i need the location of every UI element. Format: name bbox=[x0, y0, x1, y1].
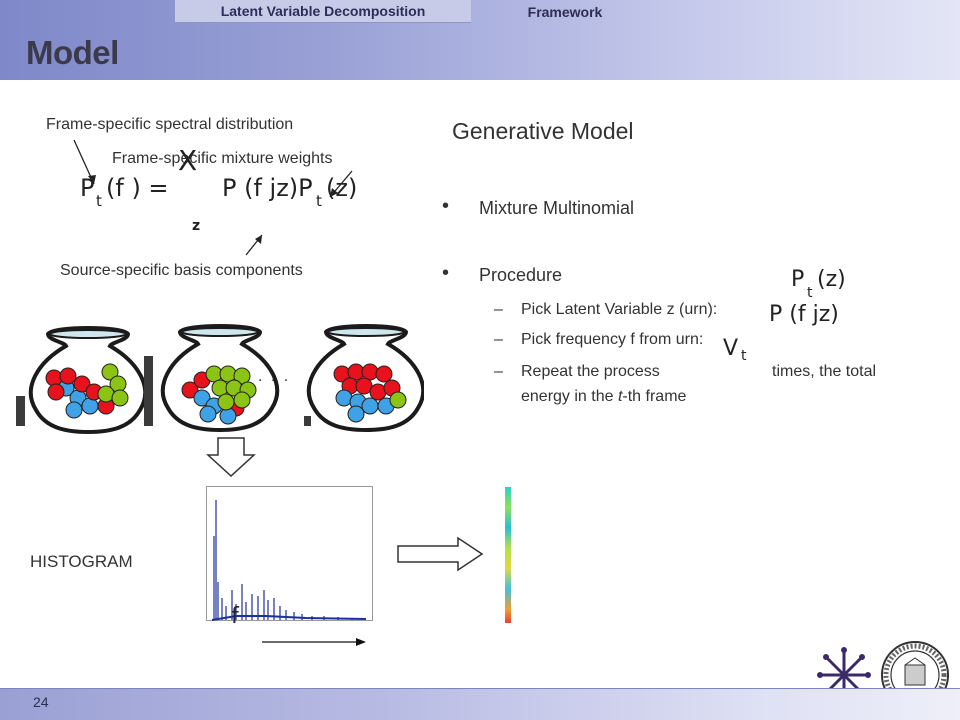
sub-times-total: times, the total bbox=[772, 363, 877, 380]
urn-2-bar bbox=[144, 356, 153, 426]
math-pt: P bbox=[791, 267, 805, 292]
sub-energy-line: energy in the t-th frame bbox=[521, 388, 687, 405]
histogram-label: HISTOGRAM bbox=[30, 552, 133, 571]
label-basis-components: Source-specific basis components bbox=[60, 262, 303, 279]
footer-bar bbox=[0, 689, 960, 720]
bullet-1-dot: • bbox=[442, 195, 450, 217]
label-spectral-distribution: Frame-specific spectral distribution bbox=[46, 116, 294, 133]
eq-rhs-arg: (z) bbox=[326, 174, 358, 202]
eq-rhs-sub: t bbox=[316, 192, 322, 210]
eq-sum-symbol: X bbox=[178, 144, 198, 177]
urn-3-balls bbox=[333, 363, 407, 423]
eq-lhs-arg: (f ) = bbox=[106, 174, 169, 202]
math-vt: V bbox=[723, 336, 739, 361]
tab-framework[interactable]: Framework bbox=[527, 4, 603, 20]
urn-1 bbox=[28, 326, 148, 434]
sub-dash-2: – bbox=[494, 331, 503, 348]
slide-title: Model bbox=[26, 34, 119, 71]
sub-dash-1: – bbox=[494, 301, 503, 318]
urn-2 bbox=[160, 324, 280, 432]
sub-repeat-process: Repeat the process bbox=[521, 363, 660, 380]
eq-sum-sub: z bbox=[192, 218, 201, 234]
label-mixture-weights: Frame-specific mixture weights bbox=[112, 150, 333, 167]
urn-1-bar bbox=[16, 396, 25, 426]
eq-lhs: P bbox=[80, 174, 95, 202]
math-vt-sub: t bbox=[741, 348, 747, 364]
title-bar bbox=[0, 0, 960, 80]
sub-pick-latent: Pick Latent Variable z (urn): bbox=[521, 301, 718, 318]
bullet-procedure: Procedure bbox=[479, 265, 563, 285]
bullet-mixture-multinomial: Mixture Multinomial bbox=[479, 198, 635, 218]
tab-latent-variable-decomposition[interactable]: Latent Variable Decomposition bbox=[175, 0, 471, 23]
math-pt-sub: t bbox=[807, 285, 813, 301]
sub-pick-frequency: Pick frequency f from urn: bbox=[521, 331, 704, 348]
math-pt-arg: (z) bbox=[817, 267, 846, 292]
urns-illustration bbox=[16, 324, 424, 434]
footer-divider bbox=[0, 688, 960, 689]
down-arrow-icon bbox=[206, 437, 256, 477]
urn-1-balls bbox=[45, 363, 129, 419]
spectrogram-column bbox=[505, 487, 511, 623]
page-number: 24 bbox=[33, 694, 49, 710]
axis-arrow-icon bbox=[262, 638, 366, 646]
urn-3-bar bbox=[304, 416, 311, 426]
axis-f-label: f bbox=[231, 604, 239, 629]
urn-2-balls bbox=[181, 365, 257, 425]
sub-dash-3: – bbox=[494, 363, 503, 380]
eq-rhs: P (f jz)P bbox=[222, 174, 313, 202]
right-arrow-icon bbox=[397, 536, 484, 572]
histogram-plot bbox=[206, 486, 373, 621]
urn-3 bbox=[306, 324, 424, 432]
star-logo bbox=[817, 647, 871, 703]
math-pfz: P (f jz) bbox=[769, 302, 839, 327]
eq-lhs-sub: t bbox=[96, 192, 102, 210]
generative-heading: Generative Model bbox=[452, 118, 634, 144]
ellipsis: . . . bbox=[258, 368, 291, 385]
bullet-2-dot: • bbox=[442, 262, 450, 284]
